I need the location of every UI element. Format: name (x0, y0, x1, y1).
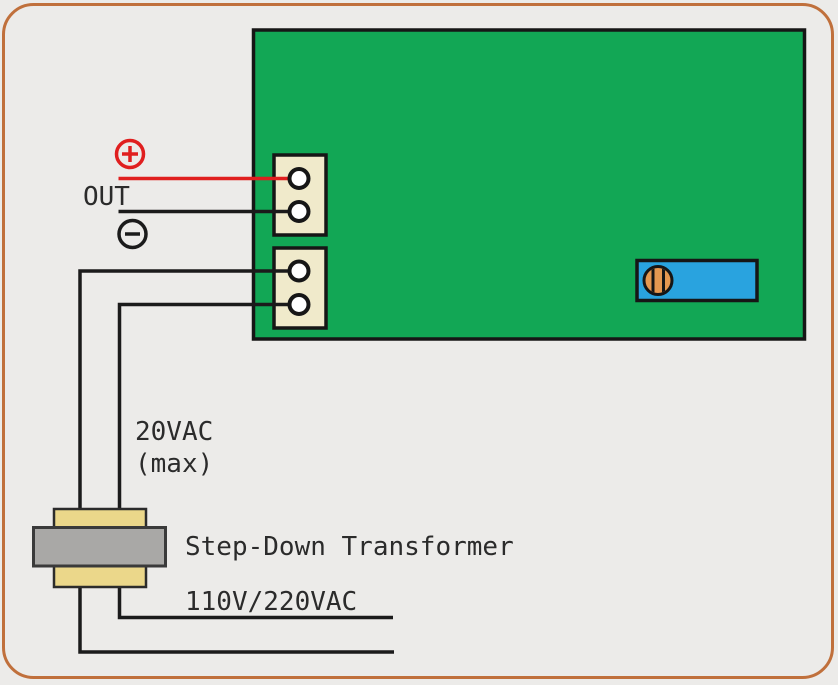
secondary-wire-right (117, 302, 299, 510)
frame-border (2, 3, 834, 679)
terminal-hole-out-negative (287, 200, 311, 223)
transformer (32, 507, 167, 589)
terminal-hole-out-positive (287, 167, 311, 190)
secondary-voltage-note-label: (max) (135, 449, 213, 479)
out-label: OUT (83, 182, 130, 212)
plus-circle-icon (114, 138, 146, 170)
terminal-hole-in-left (287, 259, 311, 283)
primary-wire-left (78, 586, 394, 654)
secondary-wire-left (78, 269, 299, 510)
minus-circle-icon (117, 218, 148, 250)
secondary-voltage-label: 20VAC (135, 417, 213, 447)
potentiometer (635, 258, 759, 303)
plus-circle-outline (114, 138, 146, 170)
primary-voltage-label: 110V/220VAC (185, 587, 357, 617)
screw-slots (651, 268, 665, 293)
transformer-core (32, 526, 167, 568)
transformer-label: Step-Down Transformer (185, 532, 514, 562)
primary-wire-right (117, 586, 393, 620)
terminal-hole-in-right (287, 293, 311, 316)
screw-head-icon (642, 265, 674, 296)
output-terminal-block (272, 153, 328, 237)
minus-circle-outline (117, 218, 148, 250)
